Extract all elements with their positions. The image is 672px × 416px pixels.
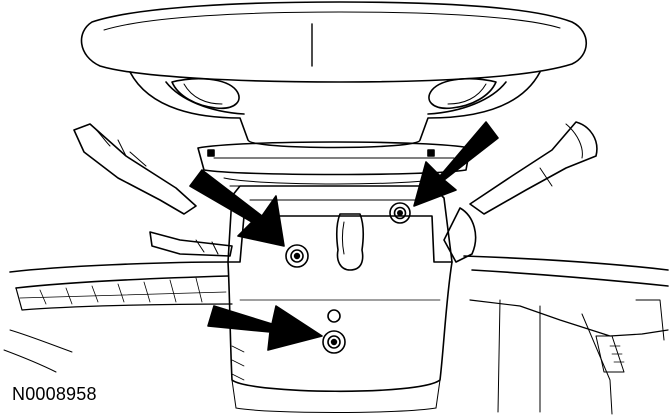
upper-shroud [227,185,453,271]
instrument-panel-right [463,255,669,415]
upper-right-screw-arrow [413,121,499,207]
upper-right-screw [389,202,411,224]
lower-shroud [227,261,453,413]
steering-wheel-hub [129,71,541,187]
upper-left-screw [285,244,309,268]
lower-screw-arrow [207,305,323,351]
instrument-panel-left [3,261,233,373]
upper-left-screw-arrow [189,169,285,247]
lower-screw [322,309,346,354]
right-switch-stalk [443,121,598,263]
steering-wheel-rim [80,1,587,83]
left-switch-stalk [73,123,233,257]
figure-id-label: N0008958 [12,384,97,404]
